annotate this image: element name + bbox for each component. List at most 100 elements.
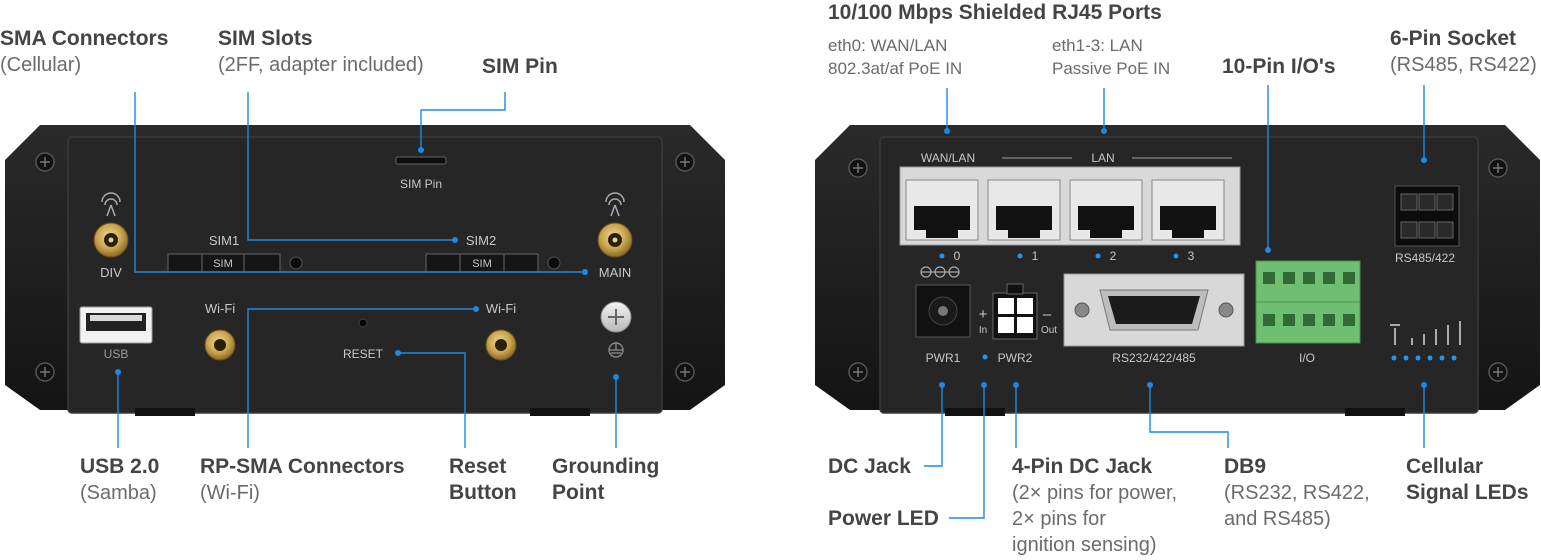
- callout-title: 6-Pin Socket: [1390, 27, 1517, 50]
- six-pin-socket: [1394, 185, 1460, 247]
- label-io: I/O: [1299, 351, 1315, 365]
- front-device: [5, 125, 725, 416]
- rj45-port: [1151, 179, 1225, 241]
- sma-connector: [597, 222, 633, 258]
- callout-sim-pin: SIM Pin: [482, 54, 558, 80]
- callout-title: RP-SMA Connectors: [200, 455, 405, 478]
- label-lan: LAN: [1091, 151, 1114, 165]
- callout-subtitle-2: and RS485): [1224, 508, 1331, 530]
- label-wifi-right: Wi-Fi: [486, 301, 516, 316]
- callout-reset-button: Reset Button: [449, 454, 517, 506]
- callout-title: 10-Pin I/O's: [1222, 55, 1336, 78]
- callout-title: DB9: [1224, 455, 1267, 478]
- ground-symbol-icon: [608, 342, 624, 358]
- label-main: MAIN: [599, 265, 632, 280]
- callout-title-line-2: Signal LEDs: [1406, 481, 1529, 504]
- label-reset: RESET: [343, 347, 384, 361]
- callout-eth0: eth0: WAN/LAN 802.3at/af PoE IN: [828, 34, 962, 80]
- label-plus: +: [979, 306, 988, 323]
- rp-sma-connector: [485, 329, 517, 361]
- callout-title: 10/100 Mbps Shielded RJ45 Ports: [828, 1, 1162, 24]
- antenna-icon: [605, 192, 625, 217]
- label-sim1: SIM1: [209, 233, 239, 248]
- callout-subtitle-1: (RS232, RS422,: [1224, 482, 1370, 504]
- eth13-line-1: eth1-3: LAN: [1052, 36, 1143, 55]
- antenna-icon: [101, 192, 121, 217]
- label-sim-slot-1: SIM: [213, 258, 233, 270]
- callout-rp-sma: RP-SMA Connectors (Wi-Fi): [200, 454, 405, 506]
- callout-title-line-1: Cellular: [1406, 455, 1484, 478]
- label-pwr1: PWR1: [926, 351, 961, 365]
- label-rs485: RS485/422: [1395, 251, 1455, 265]
- power-led: [982, 354, 988, 360]
- label-out: Out: [1041, 325, 1057, 336]
- callout-dc-jack: DC Jack: [828, 454, 911, 480]
- label-sim-slot-2: SIM: [472, 258, 492, 270]
- callout-title: Power LED: [828, 507, 939, 530]
- label-minus: –: [1043, 306, 1052, 323]
- rj45-port: [987, 179, 1061, 241]
- callout-title-line-1: Reset: [449, 455, 507, 478]
- callout-six-pin-socket: 6-Pin Socket (RS485, RS422): [1390, 26, 1537, 78]
- label-sim2: SIM2: [466, 233, 496, 248]
- callout-subtitle: (2FF, adapter included): [218, 54, 424, 76]
- label-usb: USB: [104, 347, 129, 361]
- callout-title-line-1: Grounding: [552, 455, 660, 478]
- callout-subtitle-2: 2× pins for: [1012, 508, 1106, 530]
- rj45-port: [1069, 179, 1143, 241]
- callout-subtitle: (RS485, RS422): [1390, 54, 1537, 76]
- label-wan-lan: WAN/LAN: [921, 151, 975, 165]
- usb-port: [79, 306, 153, 344]
- callout-title: SMA Connectors: [0, 27, 169, 50]
- callout-usb: USB 2.0 (Samba): [80, 454, 159, 506]
- callout-cellular-signal-leds: Cellular Signal LEDs: [1406, 454, 1529, 506]
- callout-sim-slots: SIM Slots (2FF, adapter included): [218, 26, 424, 78]
- sma-connector: [93, 222, 129, 258]
- eth0-line-1: eth0: WAN/LAN: [828, 36, 948, 55]
- callout-io: 10-Pin I/O's: [1222, 54, 1336, 80]
- leader-lines: [115, 85, 1427, 519]
- eth13-line-2: Passive PoE IN: [1052, 59, 1171, 78]
- cellular-signal-leds: [1391, 355, 1457, 361]
- callout-eth1-3: eth1-3: LAN Passive PoE IN: [1052, 34, 1170, 80]
- grounding-screw: [600, 301, 632, 333]
- dc-jack: [915, 284, 971, 338]
- eth0-line-2: 802.3at/af PoE IN: [828, 59, 963, 78]
- label-pwr2: PWR2: [998, 351, 1033, 365]
- callout-sma-connectors: SMA Connectors (Cellular): [0, 26, 168, 78]
- label-port-0: 0: [954, 249, 961, 263]
- label-div: DIV: [100, 265, 122, 280]
- label-sim-pin: SIM Pin: [400, 177, 442, 191]
- callout-title: SIM Slots: [218, 27, 313, 50]
- port-led: [939, 253, 1179, 259]
- callout-four-pin-dc-jack: 4-Pin DC Jack (2× pins for power, 2× pin…: [1012, 454, 1177, 558]
- four-pin-jack: [992, 283, 1038, 340]
- callout-power-led: Power LED: [828, 506, 939, 532]
- callout-subtitle-1: (2× pins for power,: [1012, 482, 1178, 504]
- callout-title: USB 2.0: [80, 455, 160, 478]
- callout-subtitle-3: ignition sensing): [1012, 534, 1157, 556]
- io-terminal-block: [1255, 260, 1361, 344]
- dc-polarity-icon: [920, 266, 960, 278]
- callout-title: 4-Pin DC Jack: [1012, 455, 1153, 478]
- label-port-2: 2: [1110, 249, 1117, 263]
- rp-sma-connector: [204, 329, 236, 361]
- callout-title-line-2: Button: [449, 481, 517, 504]
- label-rs232: RS232/422/485: [1112, 351, 1196, 365]
- callout-subtitle: (Wi-Fi): [200, 482, 260, 504]
- back-device: [815, 125, 1540, 416]
- callout-title-line-2: Point: [552, 481, 605, 504]
- label-port-3: 3: [1188, 249, 1195, 263]
- db9-port: [1063, 273, 1245, 347]
- callout-rj45-ports: 10/100 Mbps Shielded RJ45 Ports: [828, 0, 1162, 26]
- label-port-1: 1: [1032, 249, 1039, 263]
- callout-title: DC Jack: [828, 455, 911, 478]
- callout-subtitle: (Samba): [80, 482, 157, 504]
- rj45-port: [905, 179, 979, 241]
- callout-title: SIM Pin: [482, 55, 558, 78]
- signal-strength-icon: [1390, 321, 1461, 345]
- callout-db9: DB9 (RS232, RS422, and RS485): [1224, 454, 1370, 532]
- label-in: In: [979, 325, 987, 336]
- label-wifi-left: Wi-Fi: [205, 301, 235, 316]
